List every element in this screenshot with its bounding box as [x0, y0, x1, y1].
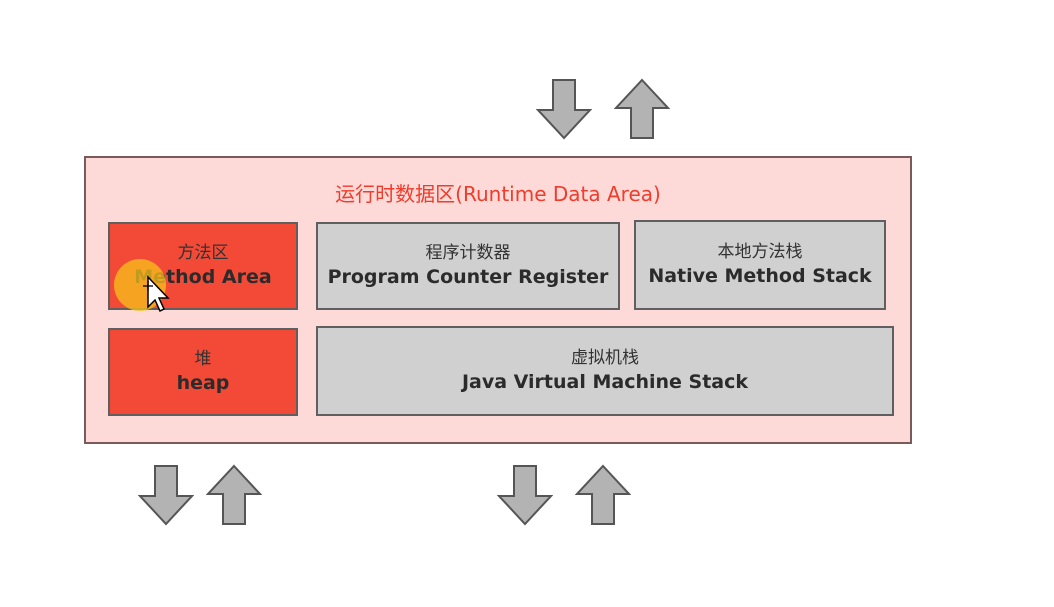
native-stack-zh-label: 本地方法栈 — [717, 241, 803, 262]
jvm-stack-box: 虚拟机栈 Java Virtual Machine Stack — [316, 326, 894, 416]
runtime-data-area: 运行时数据区(Runtime Data Area) 方法区 Method Are… — [84, 156, 912, 444]
arrow-up-icon — [575, 464, 631, 525]
cursor-move-icon — [114, 259, 170, 313]
arrow-down-icon — [497, 465, 553, 526]
pc-register-box: 程序计数器 Program Counter Register — [316, 222, 620, 310]
arrow-up-icon — [614, 78, 670, 139]
arrow-down-icon — [536, 79, 592, 140]
heap-en-label: heap — [176, 371, 230, 394]
pc-register-zh-label: 程序计数器 — [425, 242, 511, 263]
native-method-stack-box: 本地方法栈 Native Method Stack — [634, 220, 886, 310]
method-area-zh-label: 方法区 — [177, 242, 229, 263]
runtime-area-title: 运行时数据区(Runtime Data Area) — [335, 182, 661, 206]
jvm-stack-zh-label: 虚拟机栈 — [571, 347, 639, 368]
heap-zh-label: 堆 — [194, 348, 212, 369]
heap-box: 堆 heap — [108, 328, 298, 416]
native-stack-en-label: Native Method Stack — [648, 264, 872, 287]
method-area-en-label: Method Area — [134, 265, 272, 288]
arrow-up-icon — [206, 464, 262, 525]
arrow-down-icon — [138, 465, 194, 526]
pc-register-en-label: Program Counter Register — [327, 265, 609, 288]
jvm-stack-en-label: Java Virtual Machine Stack — [461, 370, 749, 393]
